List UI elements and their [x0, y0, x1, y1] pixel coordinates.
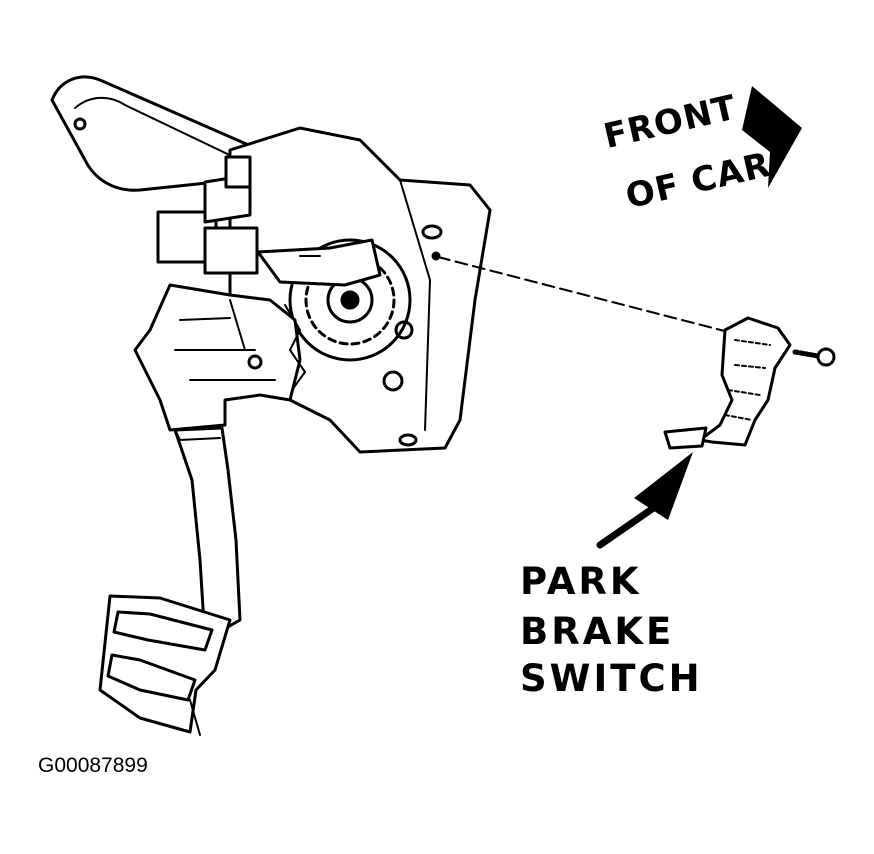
callout-label-line1: PARK — [520, 560, 642, 603]
mounting-screw — [792, 347, 836, 367]
alignment-dashed-line — [437, 256, 741, 336]
pedal-arm — [173, 426, 242, 642]
arrow-right-icon — [742, 86, 802, 188]
figure-id: G00087899 — [38, 754, 148, 777]
pedal-pad — [98, 594, 232, 736]
callout-label-line2: BRAKE — [520, 610, 675, 653]
pedal-linkage — [133, 283, 306, 432]
cable-bracket — [156, 155, 382, 287]
callout-label-line3: SWITCH — [520, 657, 703, 700]
pointer-arrow-icon — [596, 452, 693, 549]
park-brake-switch — [663, 316, 792, 450]
